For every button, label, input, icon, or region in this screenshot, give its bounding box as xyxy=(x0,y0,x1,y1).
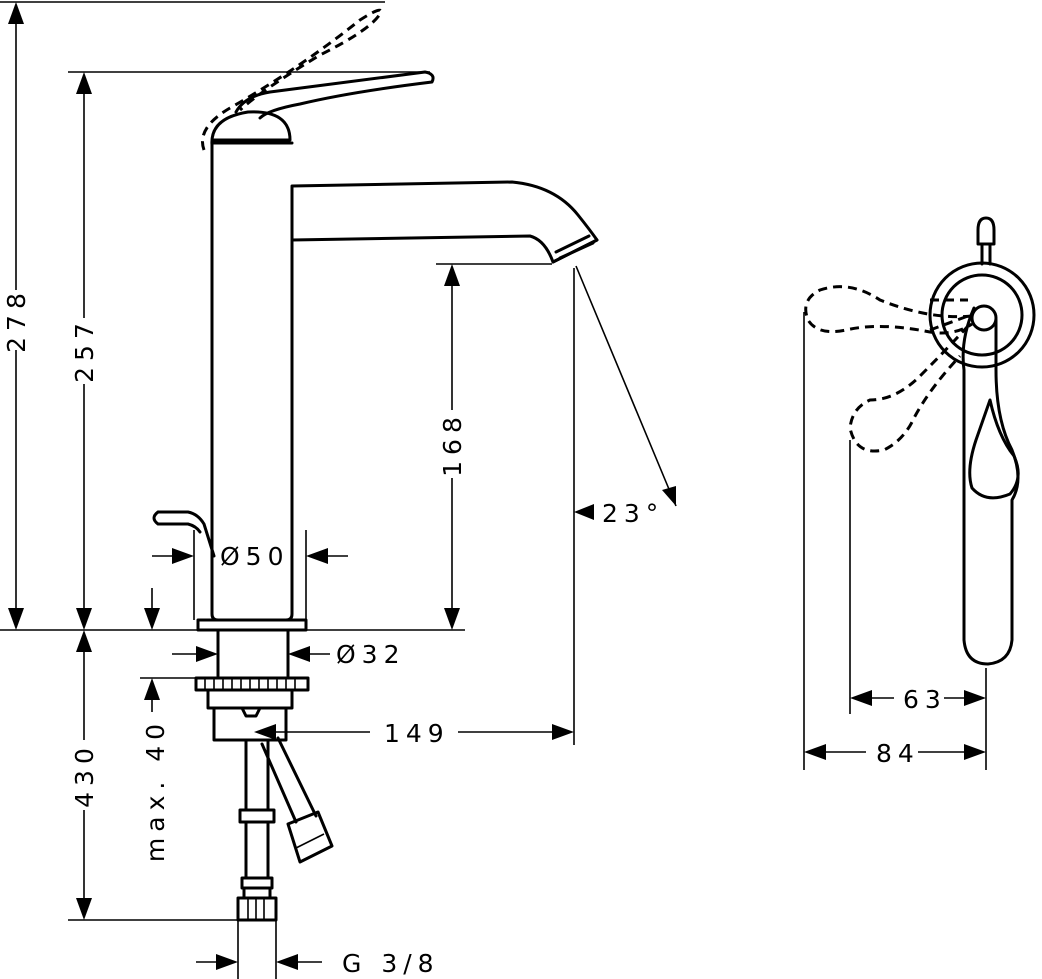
top-view-dimensions: 63 84 xyxy=(803,312,987,770)
dim-shank-diameter: Ø32 xyxy=(336,640,406,669)
popup-knob xyxy=(976,216,996,246)
dimension-lines: 278 257 168 23° Ø50 Ø32 xyxy=(0,1,677,978)
lever-handle xyxy=(234,70,435,120)
faucet-cap xyxy=(210,110,292,147)
dim-lever-reach-short: 63 xyxy=(903,685,947,714)
dim-max-deck-thickness: max. 40 xyxy=(141,718,170,862)
popup-rod xyxy=(152,510,216,558)
dim-height-to-lever: 257 xyxy=(70,317,99,383)
dim-spout-height: 168 xyxy=(438,411,467,477)
lever-top-view xyxy=(961,306,1020,666)
base-ring xyxy=(196,618,308,632)
faucet-side-view xyxy=(0,8,599,979)
dim-below-counter: 430 xyxy=(70,742,99,808)
dim-body-diameter: Ø50 xyxy=(220,542,290,571)
dim-spout-reach: 149 xyxy=(384,719,450,748)
lever-handle-alt-position xyxy=(201,8,383,151)
faucet-top-view xyxy=(804,216,1036,666)
lever-alt-position-diagonal xyxy=(848,324,970,453)
shank xyxy=(216,628,290,678)
spout-outlet xyxy=(551,234,599,264)
dim-lever-angle: 23° xyxy=(602,499,664,528)
dim-total-height: 278 xyxy=(2,287,31,353)
mounting-nut xyxy=(194,676,310,742)
dim-lever-reach-long: 84 xyxy=(876,739,920,768)
dim-connection-thread: G 3/8 xyxy=(342,949,440,978)
supply-hoses xyxy=(236,736,334,979)
lever-alt-position-left xyxy=(804,285,973,335)
